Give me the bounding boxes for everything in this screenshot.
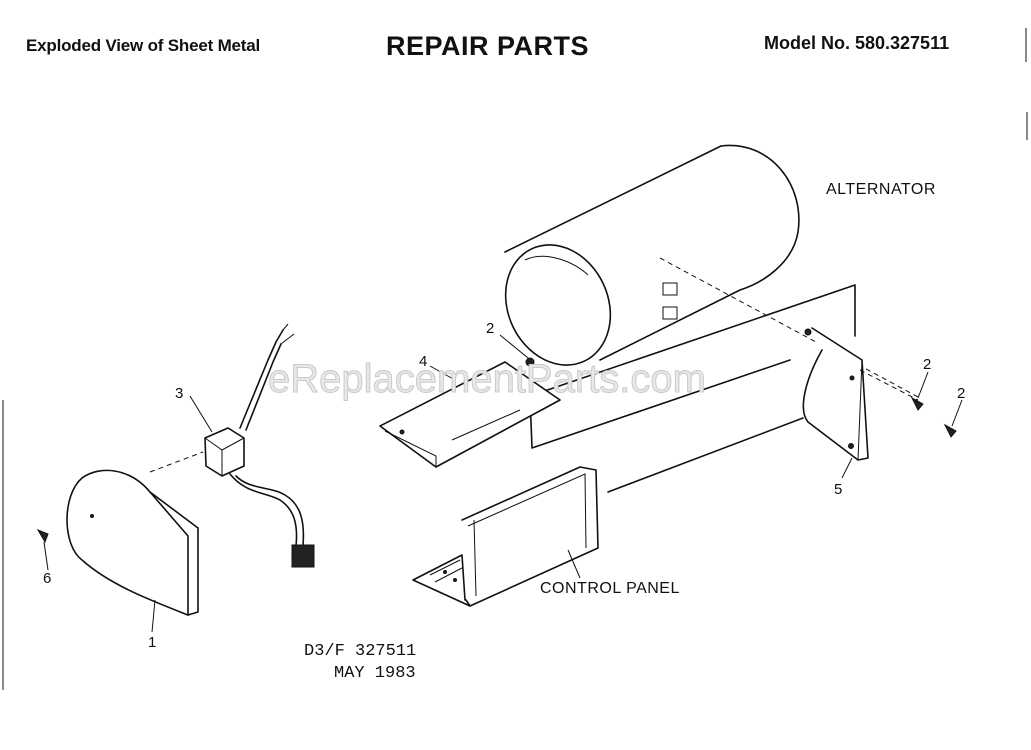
- part-number-5: 5: [834, 481, 842, 498]
- alignment-line: [659, 257, 921, 399]
- screw-2a: [525, 357, 535, 367]
- leader-line: [567, 549, 581, 579]
- part-number-4: 4: [419, 353, 427, 370]
- leader-line: [499, 334, 529, 359]
- alignment-line: [859, 369, 919, 401]
- drawing-ref-code: D3/F 327511: [304, 642, 416, 661]
- alternator-terminal-block: [662, 306, 678, 320]
- alignment-line: [149, 451, 204, 473]
- part-number-2: 2: [957, 385, 965, 402]
- part-3-cord-assembly: [204, 323, 315, 568]
- leader-line: [151, 599, 156, 633]
- leader-line: [189, 395, 213, 433]
- part-number-6: 6: [43, 570, 51, 587]
- part-number-2: 2: [486, 320, 494, 337]
- alternator-part: [504, 144, 800, 366]
- screw-2b: [910, 396, 924, 411]
- diagram-subtitle: Exploded View of Sheet Metal: [26, 36, 261, 55]
- leader-line: [43, 541, 49, 571]
- part-5-end-bracket: [802, 327, 869, 461]
- part-number-3: 3: [175, 385, 183, 402]
- control-panel-part: [412, 466, 599, 607]
- alternator-label: ALTERNATOR: [826, 181, 936, 198]
- leader-line: [429, 365, 456, 381]
- leader-line: [841, 457, 853, 479]
- rear-plate-lower-edge: [607, 417, 804, 493]
- screw-6: [36, 528, 49, 544]
- screw-2c: [943, 423, 957, 438]
- part-number-2: 2: [923, 356, 931, 373]
- leader-line: [951, 399, 963, 427]
- part-number-1: 1: [148, 634, 156, 651]
- alternator-terminal-block: [662, 282, 678, 296]
- drawing-ref-date: MAY 1983: [334, 664, 416, 683]
- control-panel-label: CONTROL PANEL: [540, 580, 680, 597]
- part-1-cover: [66, 469, 199, 616]
- page-title: REPAIR PARTS: [386, 31, 590, 61]
- leader-line: [917, 371, 929, 399]
- part-4-plate: [379, 361, 561, 468]
- model-number: Model No. 580.327511: [764, 33, 950, 53]
- watermark-text: eReplacementParts.com: [268, 357, 706, 401]
